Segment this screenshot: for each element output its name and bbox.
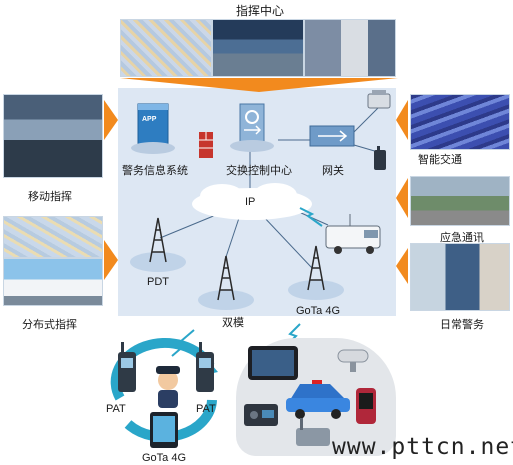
tablet-icon <box>248 346 298 380</box>
smart-traffic-photo <box>410 94 510 150</box>
distributed-command-label: 分布式指挥 <box>22 319 77 331</box>
firewall-icon <box>199 132 213 158</box>
smart-traffic-label: 智能交通 <box>418 154 462 166</box>
command-center-map-photo <box>120 19 212 77</box>
camera-icon <box>337 349 369 372</box>
server-badge: APP <box>142 116 157 123</box>
radio-icon <box>196 342 214 392</box>
mobile-command-label: 移动指挥 <box>28 191 72 203</box>
telephone-icon <box>367 90 391 109</box>
mobile-command-photo <box>3 94 103 178</box>
server-icon <box>131 103 175 154</box>
arrow-left-top-icon <box>104 100 118 140</box>
top-title: 指挥中心 <box>236 4 285 18</box>
ip-cloud-label: IP <box>245 196 256 208</box>
emergency-comm-label: 应急通讯 <box>440 232 484 244</box>
mobile-phone-icon <box>356 388 376 424</box>
dual-mode-label: 双模 <box>222 317 244 329</box>
emergency-comm-photo <box>410 176 510 226</box>
ip-cloud-icon <box>192 183 312 220</box>
cycle-arrow-icon <box>124 399 217 442</box>
van-icon <box>325 214 381 254</box>
police-info-system-label: 警务信息系统 <box>122 165 188 177</box>
switch-icon <box>230 103 274 152</box>
distributed-building-photo <box>3 258 103 306</box>
tower-icon <box>130 217 186 272</box>
arrow-right-bottom-icon <box>396 248 408 284</box>
desk-radio-icon <box>244 404 278 426</box>
patrol-car-icon <box>286 380 350 419</box>
gota-4g-bottom-label: GoTa 4G <box>142 452 187 464</box>
daily-police-label: 日常警务 <box>440 319 484 331</box>
gota-4g-center-label: GoTa 4G <box>296 305 341 317</box>
smartphone-icon <box>150 412 178 448</box>
tower-icon <box>288 245 344 300</box>
tower-icon <box>198 255 254 310</box>
distributed-map-photo <box>3 216 103 258</box>
switch-control-center-label: 交换控制中心 <box>226 165 292 177</box>
police-mascot-icon <box>156 366 180 408</box>
gateway-label: 网关 <box>322 165 344 177</box>
watermark-text: www.pttcn.net <box>332 434 513 460</box>
handset-icon <box>374 146 386 170</box>
pdt-label: PDT <box>147 276 169 288</box>
arrow-right-top-icon <box>396 100 408 140</box>
pat-left-label: PAT <box>106 403 126 415</box>
arrow-top-icon <box>120 78 398 92</box>
cycle-arrow-icon <box>110 337 215 401</box>
command-center-operator-photo <box>304 19 396 77</box>
pat-right-label: PAT <box>196 403 216 415</box>
base-station-icon <box>296 418 330 446</box>
lightning-icon <box>299 207 323 227</box>
radio-icon <box>118 342 136 392</box>
daily-police-photo <box>410 243 510 311</box>
router-icon <box>309 125 355 147</box>
arrow-left-bottom-icon <box>104 240 118 280</box>
arrow-right-mid-icon <box>396 178 408 218</box>
command-center-wall-photo <box>212 19 304 77</box>
